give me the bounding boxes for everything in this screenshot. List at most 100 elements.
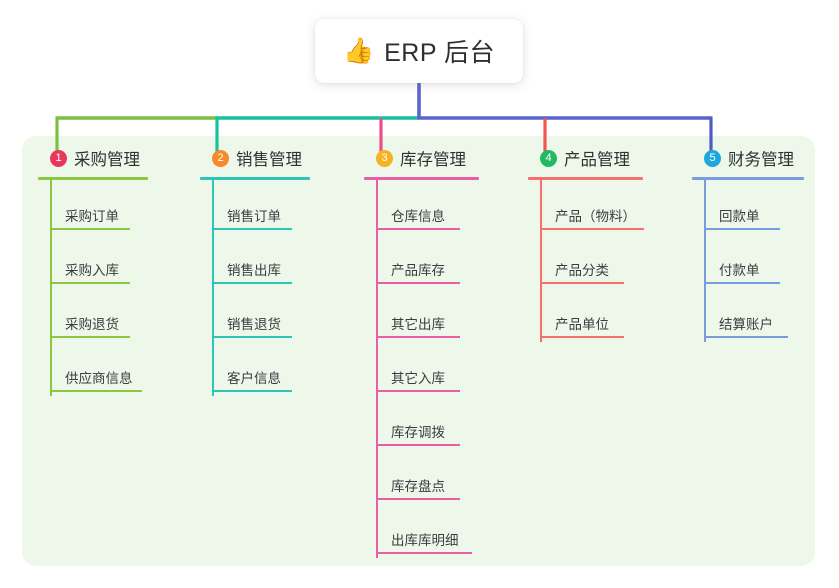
module-item-label: 销售订单 <box>227 209 281 224</box>
module-header-rule-2 <box>200 177 310 180</box>
module-item[interactable]: 销售退货 <box>200 288 348 342</box>
module-title-3: 库存管理 <box>400 151 466 169</box>
module-header-3[interactable]: 3 库存管理 <box>364 146 520 170</box>
module-item-label: 其它入库 <box>391 371 445 386</box>
module-item-rule <box>50 228 130 230</box>
module-title-2: 销售管理 <box>236 151 302 169</box>
module-spine-4 <box>540 180 542 342</box>
module-header-rule-3 <box>364 177 479 180</box>
module-item-rule <box>704 228 780 230</box>
module-item-rule <box>50 336 130 338</box>
module-item-rule <box>540 282 624 284</box>
module-item[interactable]: 仓库信息 <box>364 180 520 234</box>
module-item-rule <box>540 228 644 230</box>
module-item[interactable]: 销售出库 <box>200 234 348 288</box>
module-item-label: 采购退货 <box>65 317 119 332</box>
module-item[interactable]: 回款单 <box>692 180 839 234</box>
module-item-label: 供应商信息 <box>65 371 133 386</box>
module-column-5: 5 财务管理回款单付款单结算账户 <box>692 146 839 342</box>
module-item-label: 销售退货 <box>227 317 281 332</box>
module-items-1: 采购订单采购入库采购退货供应商信息 <box>38 180 186 396</box>
module-item-rule <box>376 552 472 554</box>
module-items-2: 销售订单销售出库销售退货客户信息 <box>200 180 348 396</box>
module-column-4: 4 产品管理产品（物料） 产品分类产品单位 <box>528 146 684 342</box>
module-item-label: 库存盘点 <box>391 479 445 494</box>
module-item-rule <box>376 336 460 338</box>
module-item[interactable]: 产品单位 <box>528 288 684 342</box>
module-items-5: 回款单付款单结算账户 <box>692 180 839 342</box>
modules-panel <box>22 136 815 566</box>
module-item-rule <box>376 444 460 446</box>
module-item[interactable]: 库存调拨 <box>364 396 520 450</box>
module-item-rule <box>704 282 780 284</box>
module-items-4: 产品（物料） 产品分类产品单位 <box>528 180 684 342</box>
module-column-3: 3 库存管理仓库信息产品库存其它出库其它入库库存调拨库存盘点出库库明细 <box>364 146 520 558</box>
module-item-label: 产品库存 <box>391 263 445 278</box>
module-item[interactable]: 产品（物料） <box>528 180 684 234</box>
module-badge-1: 1 <box>50 149 67 167</box>
module-item-rule <box>212 228 292 230</box>
module-item[interactable]: 采购退货 <box>38 288 186 342</box>
module-item-label: 客户信息 <box>227 371 281 386</box>
module-item[interactable]: 产品库存 <box>364 234 520 288</box>
module-item-label: 产品单位 <box>555 317 609 332</box>
module-item-label: 出库库明细 <box>391 533 459 548</box>
module-item-rule <box>50 390 142 392</box>
module-header-5[interactable]: 5 财务管理 <box>692 146 839 170</box>
module-item[interactable]: 客户信息 <box>200 342 348 396</box>
module-item-label: 销售出库 <box>227 263 281 278</box>
module-item[interactable]: 采购入库 <box>38 234 186 288</box>
root-node-title: ERP 后台 <box>384 39 496 67</box>
module-item-label: 采购订单 <box>65 209 119 224</box>
module-item-label: 产品分类 <box>555 263 609 278</box>
module-items-3: 仓库信息产品库存其它出库其它入库库存调拨库存盘点出库库明细 <box>364 180 520 558</box>
module-item[interactable]: 结算账户 <box>692 288 839 342</box>
module-item-label: 库存调拨 <box>391 425 445 440</box>
module-item-rule <box>376 498 460 500</box>
module-item-rule <box>376 390 460 392</box>
module-item-rule <box>376 282 460 284</box>
module-item[interactable]: 其它入库 <box>364 342 520 396</box>
module-item[interactable]: 供应商信息 <box>38 342 186 396</box>
module-item[interactable]: 付款单 <box>692 234 839 288</box>
module-item-label: 采购入库 <box>65 263 119 278</box>
module-item[interactable]: 销售订单 <box>200 180 348 234</box>
thumbs-up-icon: 👍 <box>342 36 375 65</box>
module-item-rule <box>212 336 292 338</box>
module-item-rule <box>704 336 788 338</box>
module-item-rule <box>50 282 130 284</box>
module-item-label: 其它出库 <box>391 317 445 332</box>
module-spine-3 <box>376 180 378 558</box>
module-item[interactable]: 库存盘点 <box>364 450 520 504</box>
module-title-4: 产品管理 <box>564 151 630 169</box>
module-item[interactable]: 采购订单 <box>38 180 186 234</box>
module-spine-1 <box>50 180 52 396</box>
module-item-label: 产品（物料） <box>555 209 636 224</box>
module-item-label: 回款单 <box>719 209 760 224</box>
module-badge-4: 4 <box>540 149 557 167</box>
module-spine-2 <box>212 180 214 396</box>
module-column-1: 1 采购管理采购订单采购入库采购退货供应商信息 <box>38 146 186 396</box>
module-spine-5 <box>704 180 706 342</box>
module-header-4[interactable]: 4 产品管理 <box>528 146 684 170</box>
module-item-rule <box>540 336 624 338</box>
module-badge-5: 5 <box>704 149 721 167</box>
root-node-erp-backend[interactable]: 👍 ERP 后台 <box>315 19 523 83</box>
module-item-label: 仓库信息 <box>391 209 445 224</box>
module-item[interactable]: 出库库明细 <box>364 504 520 558</box>
module-title-1: 采购管理 <box>74 151 140 169</box>
module-item[interactable]: 其它出库 <box>364 288 520 342</box>
module-header-rule-1 <box>38 177 148 180</box>
module-item-label: 结算账户 <box>719 317 773 332</box>
module-header-1[interactable]: 1 采购管理 <box>38 146 186 170</box>
module-item-rule <box>212 282 292 284</box>
module-item-label: 付款单 <box>719 263 760 278</box>
module-header-rule-5 <box>692 177 804 180</box>
module-item[interactable]: 产品分类 <box>528 234 684 288</box>
module-badge-3: 3 <box>376 149 393 167</box>
module-title-5: 财务管理 <box>728 151 794 169</box>
